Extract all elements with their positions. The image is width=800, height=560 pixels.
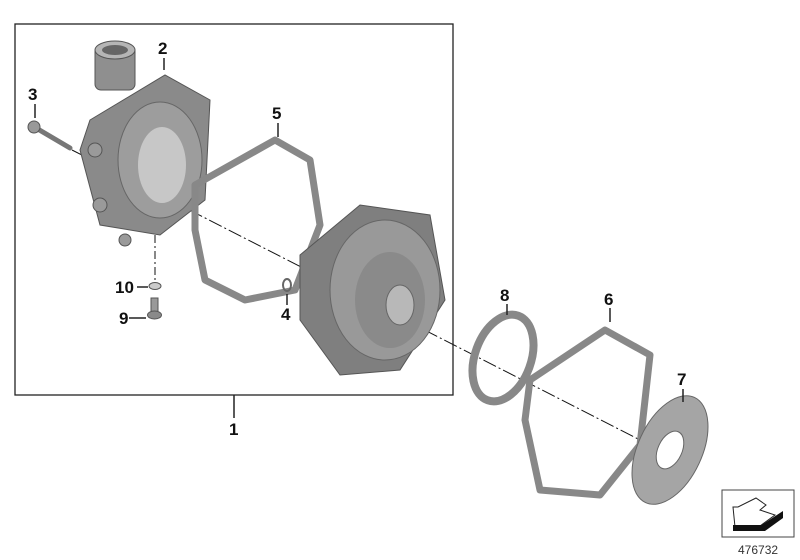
washer-part-10 (148, 282, 162, 290)
gasket-part-6 (521, 326, 654, 499)
callout-8[interactable]: 8 (500, 286, 510, 305)
seal-ring-part-8 (468, 310, 538, 406)
gasket-part-5 (191, 136, 324, 304)
callout-2[interactable]: 2 (158, 39, 168, 58)
screw-part-9 (147, 297, 162, 320)
callout-4[interactable]: 4 (281, 305, 291, 324)
bolt-part-3 (27, 120, 73, 151)
pump-body (299, 204, 446, 376)
callout-5[interactable]: 5 (272, 104, 282, 123)
o-ring-part-4 (282, 278, 292, 292)
direction-arrow-icon (721, 489, 795, 538)
callout-7[interactable]: 7 (677, 370, 687, 389)
reference-number: 476732 (738, 543, 779, 557)
callout-1[interactable]: 1 (229, 420, 239, 439)
callout-9[interactable]: 9 (119, 309, 129, 328)
pump-housing-part-2 (79, 40, 211, 247)
cover-plate-part-7 (631, 395, 709, 505)
callout-6[interactable]: 6 (604, 290, 614, 309)
callout-3[interactable]: 3 (28, 85, 38, 104)
callout-10[interactable]: 10 (115, 278, 134, 297)
